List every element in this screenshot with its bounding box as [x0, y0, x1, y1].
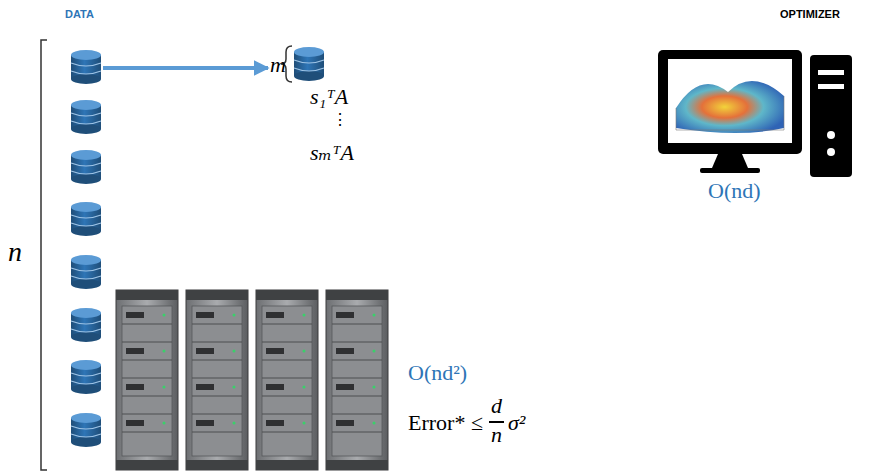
fraction-denominator: n	[491, 422, 502, 448]
sketch-row: s₁ᵀA	[310, 84, 348, 110]
dimension-label: n	[8, 236, 22, 268]
error-bound: σ²	[508, 410, 525, 436]
dimension-label: m	[270, 52, 286, 78]
ellipsis: ⋮	[332, 110, 348, 129]
sketch-row: sₘᵀA	[310, 140, 354, 166]
data-store: DATA	[71, 50, 101, 86]
data-flow-arrow	[103, 66, 268, 70]
cost-label: O(nd²)	[408, 360, 467, 386]
section-heading: OPTIMIZER	[780, 8, 840, 20]
fraction-numerator: d	[491, 393, 502, 419]
error-bound: Error* ≤	[408, 410, 483, 436]
cost-label: O(nd)	[708, 178, 761, 204]
optimizer-unit: OPTIMIZER	[270, 30, 860, 210]
section-heading: DATA	[65, 8, 94, 20]
